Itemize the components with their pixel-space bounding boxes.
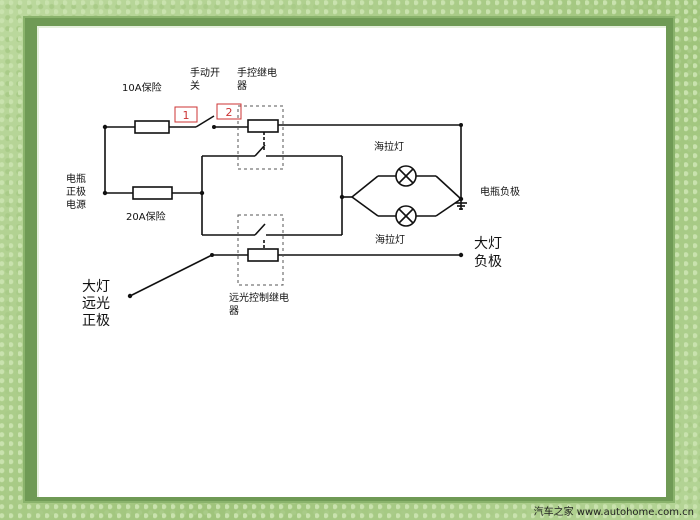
manual-relay-contact xyxy=(254,144,266,157)
node-ground xyxy=(458,196,464,202)
wire-lamp-top-right xyxy=(435,175,462,200)
wire-lamp-bot-right xyxy=(435,198,462,217)
wire-lamp-top-left xyxy=(351,175,379,198)
high-beam-relay-contact xyxy=(254,223,266,236)
battery-neg-label: 电瓶负极 xyxy=(480,185,520,198)
node-switch xyxy=(212,125,216,129)
node-coil-left xyxy=(210,253,214,257)
node-headlight-neg xyxy=(458,252,464,258)
fuse-10a xyxy=(134,120,170,134)
node-high-beam-pos xyxy=(127,293,133,299)
marker-1: 1 xyxy=(183,109,190,122)
battery-pos-label-1: 电瓶 xyxy=(66,172,86,185)
diagram-paper xyxy=(37,26,666,497)
headlight-high-label-1: 大灯 xyxy=(82,279,110,295)
battery-pos-label-3: 电源 xyxy=(66,198,86,211)
manual-relay-coil xyxy=(247,119,279,133)
wire-high-beam-diagonal xyxy=(129,254,213,297)
halogen-top-label: 海拉灯 xyxy=(374,140,404,153)
watermark: 汽车之家 www.autohome.com.cn xyxy=(533,507,694,518)
high-beam-relay-label-1: 远光控制继电 xyxy=(229,291,289,304)
marker-box-1 xyxy=(174,106,198,123)
headlight-neg-label-2: 负极 xyxy=(474,254,502,270)
halogen-bottom-label: 海拉灯 xyxy=(375,233,405,246)
manual-relay-box xyxy=(237,105,284,170)
manual-relay-label-2: 器 xyxy=(237,80,247,92)
node-top-right xyxy=(459,123,463,127)
node-lamp-feed xyxy=(339,194,345,200)
wire-lamp-bot-left xyxy=(351,196,379,217)
lamp-top-cross-b xyxy=(398,168,414,184)
headlight-high-label-3: 正极 xyxy=(82,313,110,329)
marker-box-2 xyxy=(216,103,242,120)
node-battery xyxy=(102,190,108,196)
high-beam-relay-coil xyxy=(247,248,279,262)
marker-2: 2 xyxy=(226,106,233,119)
fuse-10a-label: 10A保险 xyxy=(122,81,162,94)
battery-pos-label-2: 正极 xyxy=(66,185,86,198)
headlight-high-label-2: 远光 xyxy=(82,296,110,312)
headlight-neg-label-1: 大灯 xyxy=(474,236,502,252)
high-beam-relay-label-2: 器 xyxy=(229,305,239,317)
fuse-20a xyxy=(132,186,173,200)
manual-switch-blade xyxy=(195,115,215,128)
manual-relay-label-1: 手控继电 xyxy=(237,66,277,79)
node-top-left xyxy=(102,124,108,130)
lamp-bot-cross-b xyxy=(398,208,414,224)
manual-switch-label-1: 手动开 xyxy=(190,66,220,79)
node-junction xyxy=(199,190,205,196)
manual-switch-label-2: 关 xyxy=(190,79,200,92)
fuse-20a-label: 20A保险 xyxy=(126,210,166,223)
high-beam-relay-box xyxy=(237,214,284,286)
